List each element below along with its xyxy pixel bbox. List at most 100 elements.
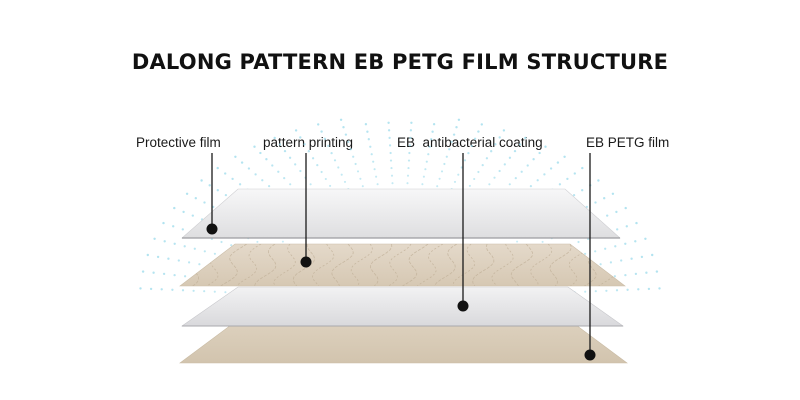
dome-dot xyxy=(594,201,597,204)
dome-dot xyxy=(406,182,409,185)
dome-dot xyxy=(625,225,628,228)
dome-dot xyxy=(294,163,297,166)
dome-dot xyxy=(153,237,156,240)
dome-dot xyxy=(604,247,607,250)
dome-dot xyxy=(230,244,233,247)
dome-dot xyxy=(655,270,659,273)
dome-dot xyxy=(216,166,219,170)
dome-dot xyxy=(613,275,617,278)
dome-dot xyxy=(611,192,615,195)
pattern-wave-line xyxy=(312,244,335,286)
label-eb-petg-film: EB PETG film xyxy=(586,135,670,150)
dome-dot xyxy=(498,136,501,139)
dome-dot xyxy=(430,138,433,141)
dome-dot xyxy=(651,253,654,257)
dome-dot xyxy=(647,287,651,291)
dome-dot xyxy=(299,136,302,139)
dome-dot xyxy=(572,193,576,197)
dome-dot xyxy=(367,138,370,141)
dome-dot xyxy=(247,167,251,170)
pattern-wave-line xyxy=(530,244,553,286)
dome-dot xyxy=(183,245,186,248)
pattern-wave-line xyxy=(452,244,476,286)
dome-dot xyxy=(390,174,394,177)
dome-dot xyxy=(498,169,501,173)
dome-dot xyxy=(261,179,264,182)
dome-dot xyxy=(185,192,189,195)
dome-dot xyxy=(543,173,546,176)
dome-dot xyxy=(316,164,319,167)
dome-dot xyxy=(524,136,527,140)
dome-dot xyxy=(187,261,191,264)
dome-dot xyxy=(573,172,576,175)
dome-dot xyxy=(615,210,618,214)
dome-dot xyxy=(389,151,392,155)
dome-dot xyxy=(518,143,522,146)
dome-dot xyxy=(213,252,216,255)
dome-dot xyxy=(224,291,227,294)
dome-dot xyxy=(213,290,216,293)
dome-dot xyxy=(193,247,196,250)
pattern-wave-line xyxy=(273,244,296,286)
dome-dot xyxy=(644,237,647,240)
dome-dot xyxy=(273,136,276,140)
dome-dot xyxy=(162,272,166,276)
dome-dot xyxy=(581,189,584,192)
dome-dot xyxy=(541,240,544,243)
dome-dot xyxy=(388,144,392,147)
dome-dot xyxy=(585,205,588,209)
dome-dot xyxy=(340,173,343,176)
dome-dot xyxy=(508,183,511,186)
dome-dot xyxy=(438,177,441,180)
dome-dot xyxy=(268,185,271,188)
diagram-title: DALONG PATTERN EB PETG FILM STRUCTURE xyxy=(131,50,669,74)
dome-dot xyxy=(352,155,355,158)
dome-dot xyxy=(421,183,424,186)
dome-dot xyxy=(450,140,453,144)
marker-eb-antibacterial-coating xyxy=(457,300,469,312)
dome-dot xyxy=(584,252,587,255)
dome-dot xyxy=(278,143,282,146)
dome-dot xyxy=(440,170,444,173)
pattern-wave-line xyxy=(331,244,354,286)
dome-dot xyxy=(516,240,519,243)
dome-dot xyxy=(349,148,352,151)
dome-dot xyxy=(432,123,436,126)
layer-pattern-printing xyxy=(179,243,626,287)
dome-dot xyxy=(359,177,362,180)
dome-dot xyxy=(265,158,268,161)
dome-dot xyxy=(407,159,411,162)
dome-dot xyxy=(448,148,451,151)
dome-dot xyxy=(216,189,219,192)
dome-dot xyxy=(457,173,460,176)
dome-dot xyxy=(224,193,228,197)
dome-dot xyxy=(422,175,425,178)
dome-dot xyxy=(339,118,343,122)
dome-dot xyxy=(532,158,535,161)
dome-dot xyxy=(538,151,541,155)
dome-dot xyxy=(467,151,470,155)
dome-dot xyxy=(220,240,223,244)
dome-dot xyxy=(624,242,627,245)
dome-dot xyxy=(513,149,517,153)
dome-dot xyxy=(333,159,337,162)
dome-dot xyxy=(372,160,375,163)
dome-dot xyxy=(620,259,623,262)
dome-dot xyxy=(320,130,323,133)
dome-dot xyxy=(594,250,597,253)
pattern-wave-line xyxy=(491,244,514,286)
dome-dot xyxy=(181,289,185,292)
dome-dot xyxy=(369,145,372,148)
dome-dot xyxy=(493,176,496,179)
dome-dot xyxy=(508,156,512,159)
dome-dot xyxy=(288,156,292,159)
dome-dot xyxy=(645,271,648,274)
dome-dot xyxy=(460,166,463,169)
dome-dot xyxy=(344,133,348,136)
dome-dot xyxy=(494,143,497,146)
dome-dot xyxy=(203,201,206,204)
dome-dot xyxy=(556,161,560,164)
dome-dot xyxy=(609,261,613,264)
dome-dot xyxy=(520,170,523,173)
dome-dot xyxy=(337,166,340,169)
